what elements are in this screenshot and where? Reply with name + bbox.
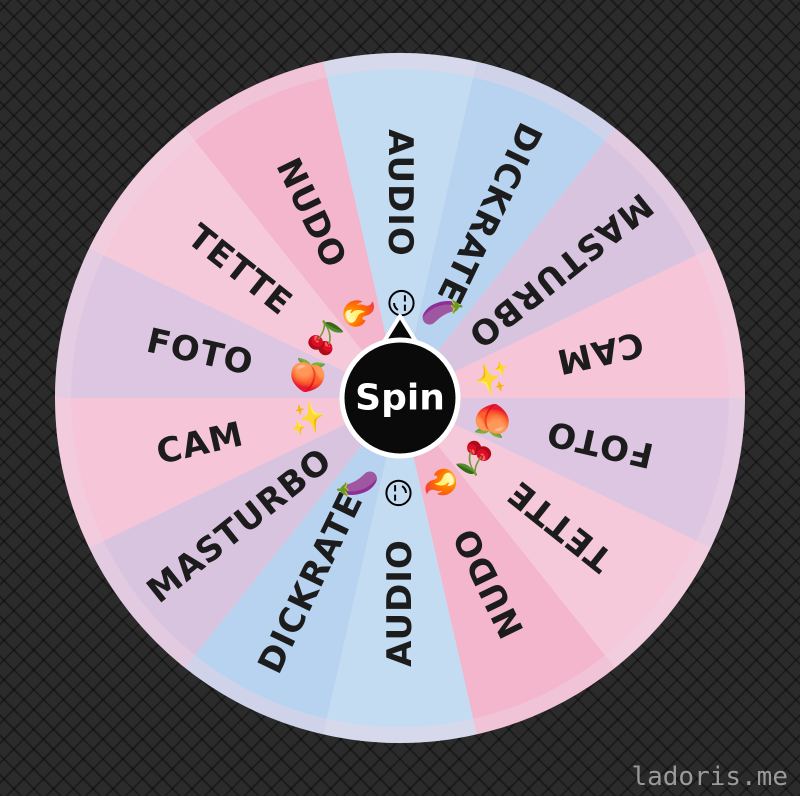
wheel-segment-slice (71, 398, 400, 541)
wheel-segment: TETTE🍒 (89, 128, 401, 398)
wheel-segment: NUDO🔥 (184, 61, 400, 398)
wheel-segment: AUDIO 😏 (323, 53, 477, 399)
wheel-segment-slice (400, 398, 606, 719)
wheel-segment-slice (71, 255, 400, 398)
wheel-segment-slice (400, 398, 697, 656)
wheel-segment: CAM✨ (55, 398, 400, 548)
wheel-segment-rim (696, 398, 745, 548)
spin-button[interactable]: Spin (339, 314, 461, 459)
wheel-segment-slice (194, 398, 400, 719)
wheel-segment: FOTO🍑 (55, 248, 400, 398)
spin-hub[interactable] (339, 337, 461, 459)
wheel-segment-slice (103, 140, 401, 398)
peach-icon: 🍑 (285, 355, 329, 398)
watermark: ladoris.me (631, 762, 788, 792)
wheel-segment-label: AUDIO (380, 539, 420, 667)
wheel-segment-rim (184, 61, 327, 141)
smirk-icon: 😏 (383, 287, 418, 318)
wheel-segment-rim (605, 128, 711, 256)
wheel-segment-rim (605, 540, 711, 668)
wheel-segment-slice (326, 69, 474, 399)
wheel-segment-slice (194, 77, 400, 398)
wheel-segment: NUDO🔥 (400, 398, 616, 735)
sparkles-icon: ✨ (471, 356, 515, 398)
peach-icon: 🍑 (470, 398, 514, 441)
wheel-segment-rim (55, 398, 104, 548)
wheel-segment-rim (323, 53, 477, 78)
wheel-segment-slice (400, 77, 606, 398)
wheel-segments[interactable]: AUDIO😏DICKRATE🍆MASTURBOCAM✨FOTO🍑TETTE🍒NU… (55, 53, 745, 743)
wheel-segment-slice (326, 398, 474, 727)
wheel-segment-slice (400, 255, 729, 398)
wheel-segment-label: AUDIO (380, 129, 420, 257)
wheel-segment-slice (400, 140, 697, 398)
wheel-segment-rim (184, 655, 327, 735)
wheel-segment-rim (89, 540, 195, 668)
wheel-segment: AUDIO 😏 (323, 398, 477, 743)
wheel-segment: FOTO🍑 (400, 398, 745, 548)
wheel-segment-rim (323, 718, 477, 743)
wheel-segment-slice (400, 398, 729, 541)
wheel-segment-rim (696, 248, 745, 398)
wheel-segment-rim (473, 61, 616, 141)
wheel-segment-rim (55, 248, 104, 398)
wheel-segment: CAM✨ (400, 248, 745, 398)
wheel-segment-rim (473, 655, 616, 735)
wheel-segment-slice (103, 398, 401, 656)
smirk-icon: 😏 (383, 477, 418, 508)
wheel-segment-rim (89, 128, 195, 256)
sparkles-icon: ✨ (285, 398, 329, 440)
spin-button-label[interactable]: Spin (355, 378, 445, 419)
